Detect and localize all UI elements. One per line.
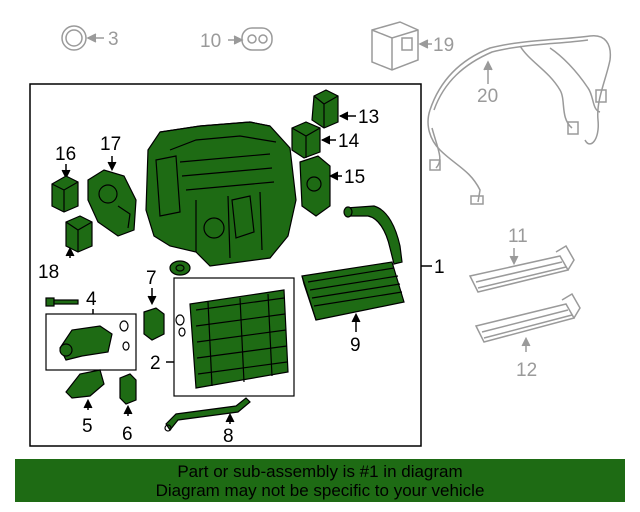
part-19-control-module[interactable] (371, 21, 432, 71)
callout-14: 14 (338, 131, 360, 152)
info-banner: Part or sub-assembly is #1 in diagram Di… (15, 459, 625, 502)
callout-15: 15 (344, 167, 365, 188)
part-7-sensor[interactable] (143, 307, 165, 341)
callout-3: 3 (108, 29, 119, 50)
callout-6: 6 (122, 424, 133, 445)
callout-10: 10 (200, 31, 221, 52)
callout-4: 4 (86, 289, 97, 310)
part-12-heater[interactable] (474, 292, 581, 343)
part-5-pipe[interactable] (65, 369, 105, 399)
assembly-box (29, 83, 422, 447)
parts-diagram: 3 10 19 20 1 (29, 21, 612, 447)
part-case-grommet[interactable] (169, 260, 191, 276)
part-18-actuator[interactable] (65, 215, 93, 253)
part-hvac-case[interactable] (145, 121, 297, 267)
banner-line-2: Diagram may not be specific to your vehi… (155, 481, 485, 500)
part-8-link-rod[interactable] (164, 397, 251, 432)
part-3-seal[interactable] (61, 25, 104, 51)
callout-19: 19 (433, 35, 454, 56)
part-11-heater[interactable] (468, 244, 575, 293)
callout-9: 9 (350, 335, 361, 356)
part-4-expansion-valve[interactable] (59, 320, 130, 361)
part-16-actuator[interactable] (51, 175, 79, 213)
part-4-bolt[interactable] (45, 297, 79, 307)
evaporator-sub-box (173, 277, 295, 397)
part-6-sensor[interactable] (119, 373, 137, 405)
callout-8: 8 (223, 426, 234, 447)
callout-1: 1 (434, 257, 445, 278)
callout-18: 18 (38, 262, 59, 283)
part-refrigerant-pipe[interactable] (343, 205, 403, 265)
callout-7: 7 (146, 268, 157, 289)
part-14-actuator[interactable] (291, 121, 321, 159)
callout-2: 2 (150, 353, 161, 374)
part-15-actuator[interactable] (299, 155, 331, 217)
callout-12: 12 (516, 360, 537, 381)
valve-sub-box (45, 313, 137, 371)
callout-16: 16 (55, 144, 76, 165)
part-2-o-rings[interactable] (175, 314, 186, 337)
callout-13: 13 (358, 107, 379, 128)
callout-5: 5 (82, 416, 93, 437)
callout-17: 17 (100, 134, 121, 155)
callout-20: 20 (477, 86, 498, 107)
part-13-actuator[interactable] (311, 89, 339, 129)
part-17-blower-motor[interactable] (87, 169, 137, 237)
part-9-heater-core[interactable] (301, 261, 405, 321)
part-20-wire-harness[interactable] (427, 35, 612, 205)
part-2-evaporator[interactable] (189, 289, 289, 389)
banner-line-1: Part or sub-assembly is #1 in diagram (177, 462, 463, 481)
part-10-grommet[interactable] (228, 27, 273, 51)
callout-11: 11 (508, 226, 528, 247)
